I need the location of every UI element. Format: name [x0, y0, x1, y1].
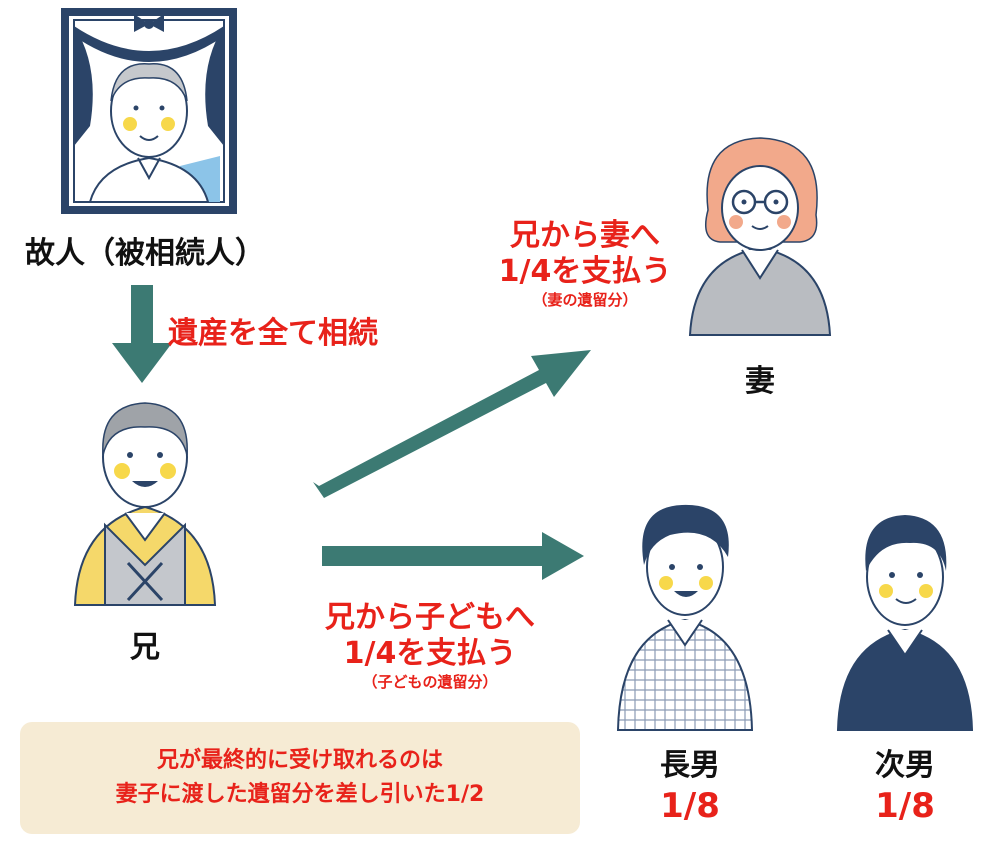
eldest-son-label: 長男	[660, 748, 720, 783]
brother-figure-icon	[73, 402, 217, 606]
summary-note-box: 兄が最終的に受け取れるのは 妻子に渡した遺留分を差し引いた1/2	[20, 722, 580, 834]
wife-figure-icon	[688, 137, 832, 336]
to-wife-line2: 1/4を支払う	[498, 254, 672, 289]
wife-label: 妻	[745, 364, 775, 399]
to-wife-annotation: 兄から妻へ 1/4を支払う （妻の遺留分）	[455, 218, 715, 310]
to-children-note: （子どもの遺留分）	[362, 673, 498, 691]
eldest-son-share: 1/8	[660, 786, 720, 826]
brother-label: 兄	[130, 630, 160, 665]
eldest-son-figure-icon	[616, 504, 754, 731]
summary-note-line2: 妻子に渡した遺留分を差し引いた1/2	[115, 782, 485, 807]
deceased-label: 故人（被相続人）	[25, 236, 265, 271]
second-son-label: 次男	[875, 748, 935, 783]
to-children-line2: 1/4を支払う	[343, 636, 517, 671]
inherit-all-label: 遺産を全て相続	[168, 316, 378, 351]
arrow-down-icon	[112, 285, 172, 383]
arrow-to-children-icon	[322, 532, 584, 580]
to-children-line1: 兄から子どもへ	[325, 600, 535, 635]
summary-note-line1: 兄が最終的に受け取れるのは	[156, 748, 443, 773]
to-wife-line1: 兄から妻へ	[510, 218, 660, 253]
to-wife-note: （妻の遺留分）	[532, 291, 638, 309]
to-children-annotation: 兄から子どもへ 1/4を支払う （子どもの遺留分）	[285, 600, 575, 692]
second-son-figure-icon	[836, 515, 974, 731]
second-son-share: 1/8	[875, 786, 935, 826]
arrow-to-wife-icon	[313, 350, 591, 498]
deceased-portrait-icon	[61, 8, 237, 214]
